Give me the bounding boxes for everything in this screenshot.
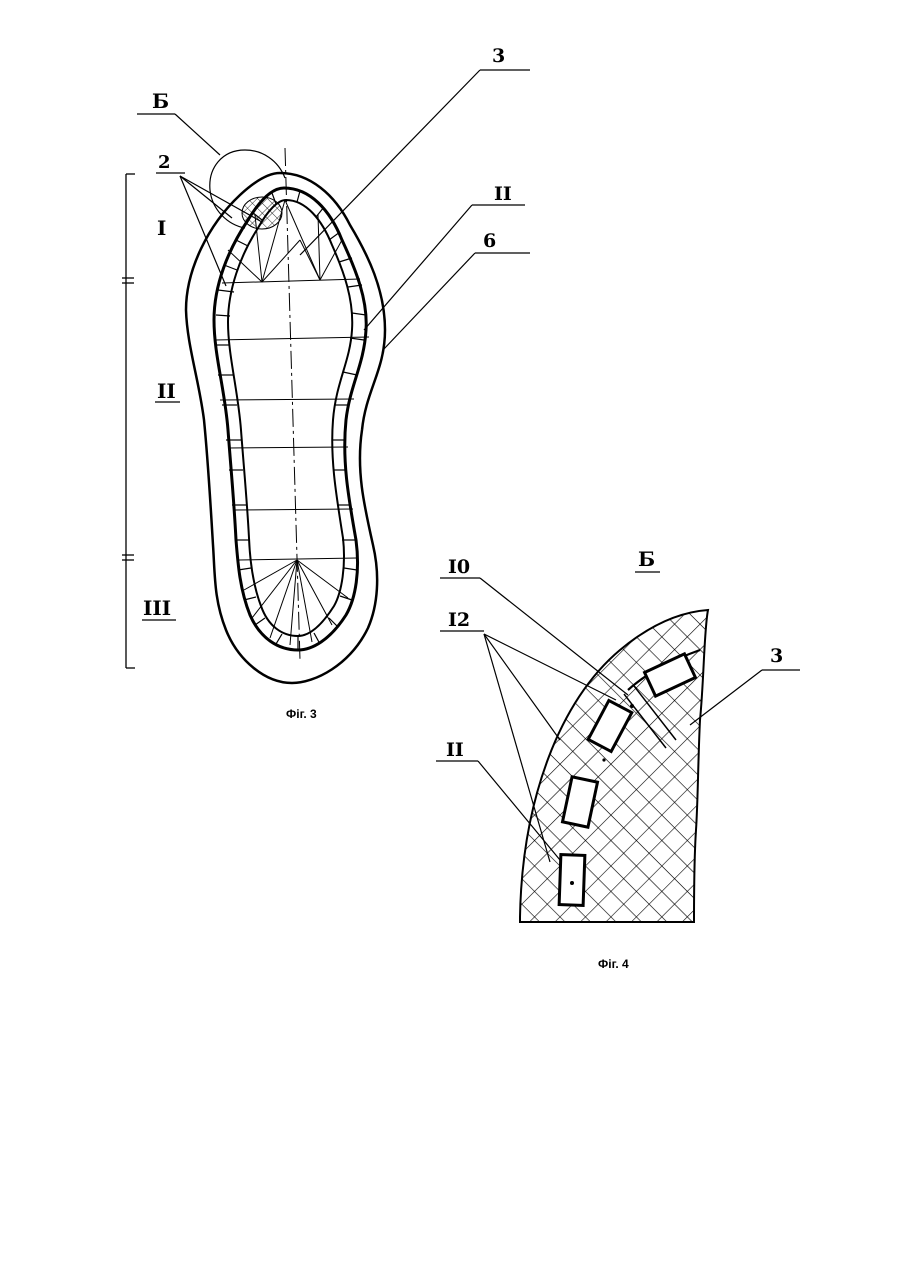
label-zone-1: I — [157, 216, 166, 240]
label-detail-b: Б — [152, 89, 169, 113]
segment-block — [559, 855, 585, 906]
fig4-title-b: Б — [638, 547, 655, 571]
label-ref-11: II — [494, 183, 512, 205]
label-zone-3: III — [143, 596, 171, 620]
label-ref-11-fig4: II — [446, 739, 464, 761]
label-ref-6: 6 — [483, 230, 496, 252]
label-ref-10: I0 — [448, 556, 470, 578]
zone-bracket — [122, 174, 135, 668]
figure-4: Б I0 I2 3 II Фіг. 4 — [436, 547, 800, 971]
label-zone-2: II — [157, 379, 176, 403]
insole-inner-edge — [228, 200, 352, 636]
label-ref-3: 3 — [492, 45, 505, 67]
fig3-leader-lines — [137, 70, 530, 350]
centre-axis — [285, 148, 300, 660]
label-ref-2: 2 — [158, 152, 171, 173]
fig4-caption: Фіг. 4 — [598, 957, 629, 971]
insole-segments — [215, 191, 366, 650]
detail-b-hatched-area — [242, 197, 282, 229]
fig3-caption: Фіг. 3 — [286, 707, 317, 721]
outer-sole-contour — [186, 173, 385, 683]
label-ref-12: I2 — [448, 609, 470, 631]
label-ref-3-fig4: 3 — [770, 645, 783, 667]
